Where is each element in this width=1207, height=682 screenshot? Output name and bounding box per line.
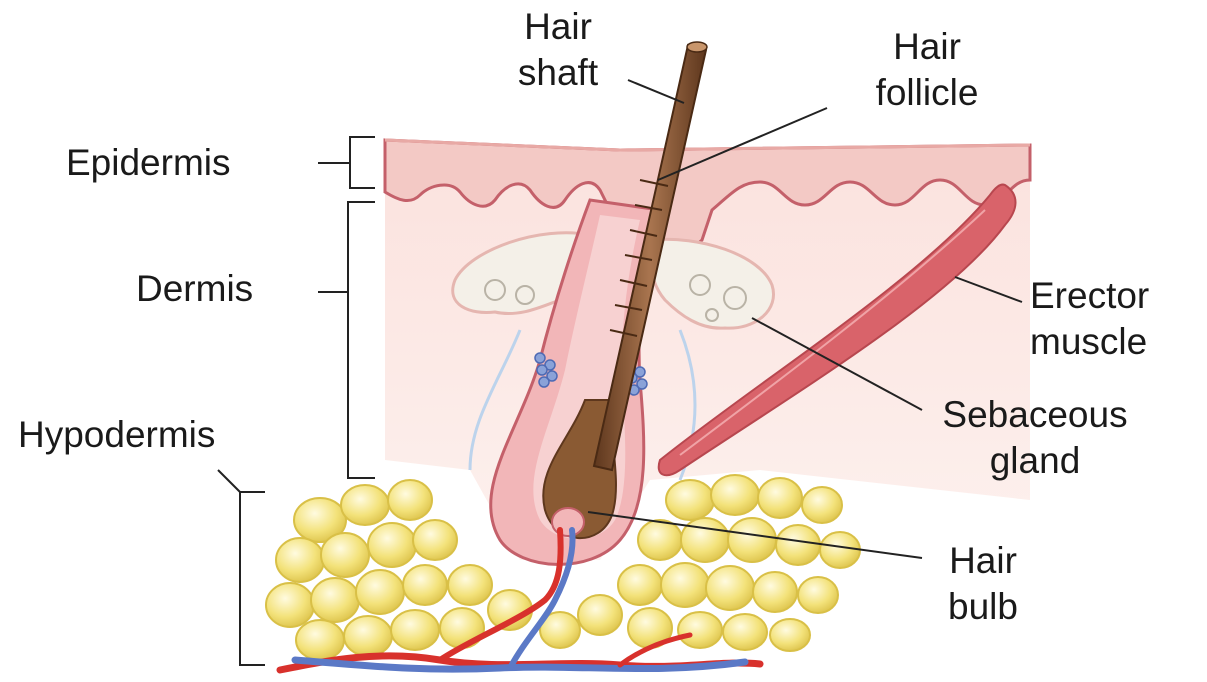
label-dermis: Dermis — [136, 266, 253, 312]
label-hair-follicle: Hair follicle — [842, 24, 1012, 116]
label-epidermis: Epidermis — [66, 140, 231, 186]
label-hypodermis: Hypodermis — [18, 412, 215, 458]
label-hair-bulb: Hair bulb — [928, 538, 1038, 630]
label-sebaceous-gland: Sebaceous gland — [930, 392, 1140, 484]
label-erector-muscle: Erector muscle — [1030, 273, 1149, 365]
label-hair-shaft: Hair shaft — [498, 4, 618, 96]
